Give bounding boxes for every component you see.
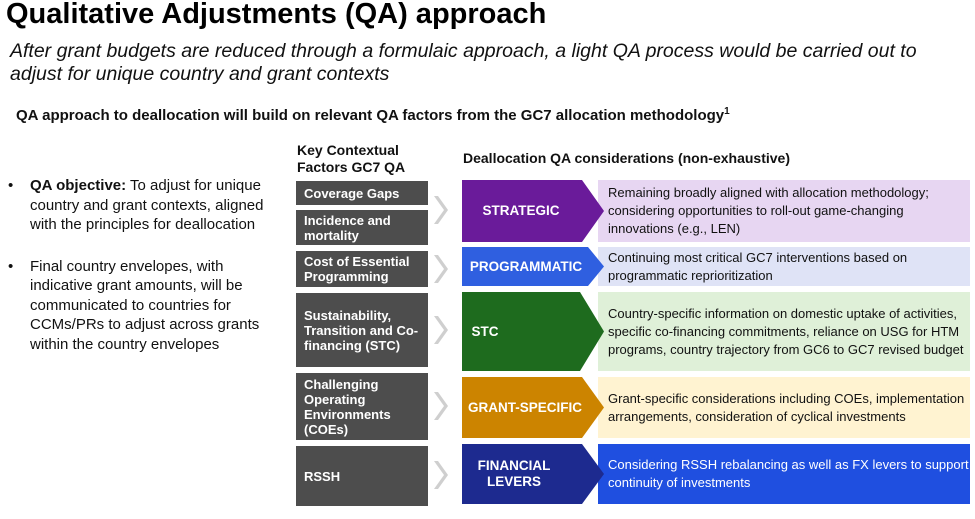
band-text: Remaining broadly aligned with allocatio… <box>608 185 929 236</box>
factor-label: Incidence and mortality <box>304 212 391 243</box>
factor-incidence-mortality: Incidence and mortality <box>296 210 428 245</box>
headline-text: QA approach to deallocation will build o… <box>16 107 725 124</box>
chevron-right-icon <box>432 461 448 489</box>
factor-cost-essential-programming: Cost of Essential Programming <box>296 251 428 287</box>
band-strategic: Remaining broadly aligned with allocatio… <box>598 180 970 242</box>
factor-label: Coverage Gaps <box>304 185 400 201</box>
category-label: FINANCIAL LEVERS <box>477 458 551 489</box>
chevron-right-icon <box>432 316 448 344</box>
band-text: Considering RSSH rebalancing as well as … <box>608 457 969 490</box>
factor-coverage-gaps: Coverage Gaps <box>296 181 428 205</box>
category-grant-specific: GRANT-SPECIFIC <box>462 377 604 438</box>
considerations-column-header: Deallocation QA considerations (non-exha… <box>463 150 790 166</box>
category-strategic: STRATEGIC <box>462 180 604 242</box>
factor-label: RSSH <box>304 468 341 484</box>
bullet-item: Final country envelopes, with indicative… <box>6 257 268 355</box>
factors-column-header: Key Contextual Factors GC7 QA <box>297 142 406 175</box>
category-financial-levers: FINANCIAL LEVERS <box>462 444 604 504</box>
bullet-text: Final country envelopes, with indicative… <box>30 257 260 353</box>
band-text: Country-specific information on domestic… <box>608 305 964 357</box>
chevron-right-icon <box>432 196 448 224</box>
bullet-text: To adjust for unique country and grant c… <box>30 177 264 233</box>
band-programmatic: Continuing most critical GC7 interventio… <box>598 247 970 286</box>
band-text: Continuing most critical GC7 interventio… <box>608 249 908 283</box>
factor-label: Sustainability, Transition and Co-financ… <box>304 307 419 353</box>
factor-rssh: RSSH <box>296 446 428 506</box>
category-label: PROGRAMMATIC <box>469 258 583 274</box>
bullet-lead: QA objective: <box>30 177 127 194</box>
bullet-item: QA objective: To adjust for unique count… <box>6 176 268 235</box>
category-label: STC <box>471 323 499 339</box>
factor-stc: Sustainability, Transition and Co-financ… <box>296 293 428 367</box>
category-label: STRATEGIC <box>482 203 560 218</box>
category-stc: STC <box>462 292 604 371</box>
band-grant-specific: Grant-specific considerations including … <box>598 377 970 438</box>
factor-label: Challenging Operating Environments (COEs… <box>304 376 391 437</box>
section-headline: QA approach to deallocation will build o… <box>16 106 730 124</box>
factor-label: Cost of Essential Programming <box>304 254 410 284</box>
page-subtitle: After grant budgets are reduced through … <box>10 40 917 85</box>
category-label: GRANT-SPECIFIC <box>467 399 582 415</box>
category-programmatic: PROGRAMMATIC <box>462 247 604 286</box>
band-stc: Country-specific information on domestic… <box>598 292 970 371</box>
chevron-right-icon <box>432 255 448 283</box>
page-title: Qualitative Adjustments (QA) approach <box>6 0 547 30</box>
band-text: Grant-specific considerations including … <box>608 390 965 424</box>
headline-footnote: 1 <box>724 106 730 117</box>
band-financial-levers: Considering RSSH rebalancing as well as … <box>598 444 970 504</box>
factor-coes: Challenging Operating Environments (COEs… <box>296 373 428 440</box>
objective-bullets: QA objective: To adjust for unique count… <box>6 176 268 376</box>
chevron-right-icon <box>432 392 448 420</box>
